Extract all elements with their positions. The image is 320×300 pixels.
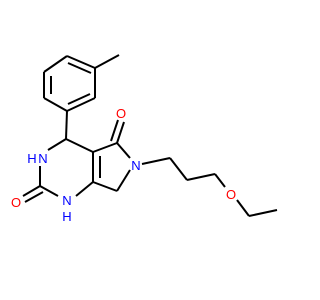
- bond-chain-1: [141, 157, 171, 165]
- bond-n1-c7a: [75, 181, 94, 197]
- atom-n-lower: N: [62, 193, 71, 208]
- atom-h-lower: H: [62, 209, 71, 224]
- molecule-canvas: O N O O H N N H: [10, 54, 278, 224]
- bond-c4a-c4: [65, 138, 94, 153]
- bond-aryl-5-double: [67, 93, 91, 105]
- molecule-structure: O N O O H N N H: [11, 54, 278, 224]
- bond-aryl-4: [43, 97, 68, 112]
- bond-c5-o: [116, 121, 125, 144]
- atom-n-upper: N: [38, 151, 47, 166]
- bond-aryl-1: [66, 55, 96, 69]
- atom-o-urea: O: [11, 195, 21, 210]
- bond-methyl: [94, 54, 120, 69]
- bond-chain-2: [169, 157, 188, 181]
- bond-aryl-2: [43, 55, 68, 73]
- bond-c5-n6: [116, 142, 131, 159]
- atom-o-ketone: O: [116, 106, 126, 121]
- bond-c5-o-double: [110, 119, 119, 142]
- bond-c4-n3: [47, 138, 67, 151]
- atom-n-ring: N: [131, 158, 140, 173]
- bond-aryl-5: [66, 97, 96, 112]
- bond-c2-o: [22, 185, 41, 197]
- bond-chain-3: [186, 173, 216, 181]
- bond-chain-4: [214, 173, 226, 188]
- atom-h-upper: H: [27, 151, 36, 166]
- bond-aryl-c4: [65, 110, 68, 140]
- bond-c2-n1: [39, 185, 59, 197]
- bond-chain-6: [248, 209, 278, 217]
- bond-c2-o-double: [24, 191, 44, 203]
- bond-aryl-1-double: [67, 62, 92, 74]
- bond-n6-c7: [116, 169, 131, 192]
- bond-c7-c7a: [92, 181, 118, 192]
- atom-o-ether: O: [226, 187, 236, 202]
- bond-chain-5: [236, 199, 250, 217]
- bond-c4a-c5: [92, 142, 118, 153]
